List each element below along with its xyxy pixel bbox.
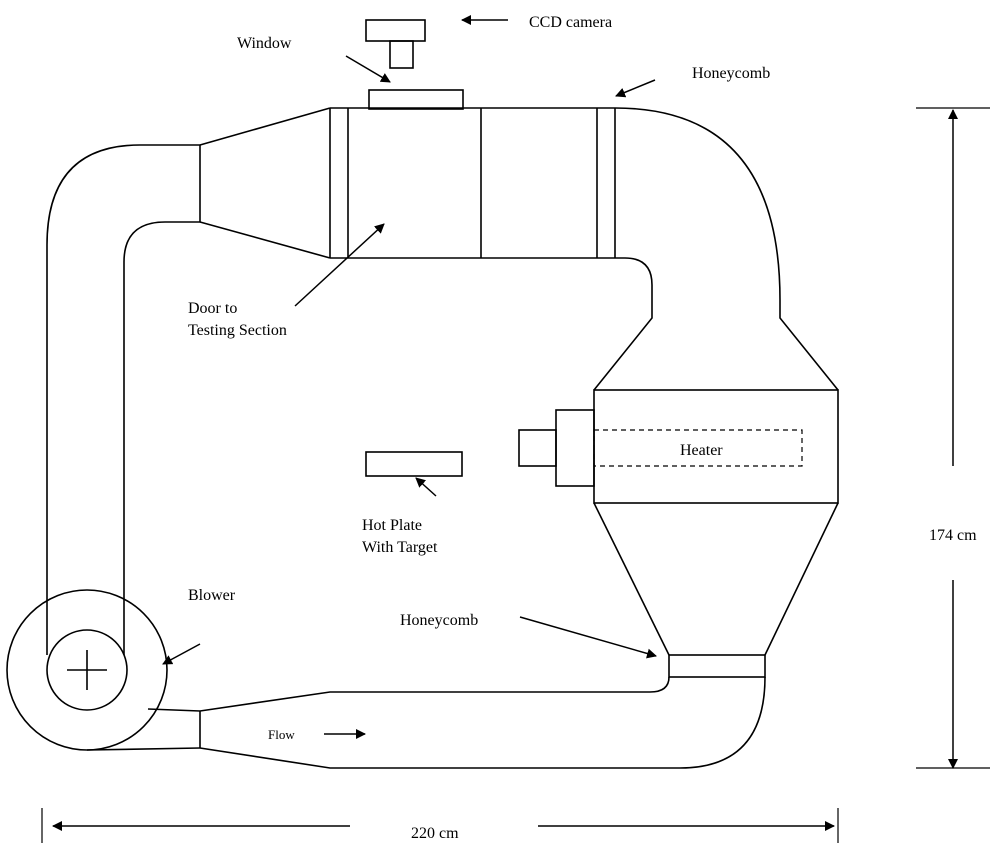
honeycomb-top-label: Honeycomb bbox=[692, 65, 770, 82]
hot-plate-label-line2: With Target bbox=[362, 539, 438, 556]
door-label-line2: Testing Section bbox=[188, 322, 287, 339]
right-bend-inner bbox=[593, 257, 653, 391]
left-return-duct-inner bbox=[123, 221, 200, 655]
left-return-duct-outer bbox=[46, 144, 200, 655]
window-label: Window bbox=[237, 35, 292, 52]
blower-label: Blower bbox=[188, 587, 236, 604]
upper-diffuser bbox=[199, 107, 331, 259]
door-label-line1: Door to bbox=[188, 300, 237, 317]
hot-plate-label-line1: Hot Plate bbox=[362, 517, 422, 534]
contraction-cone bbox=[593, 502, 839, 656]
heater-section bbox=[518, 389, 839, 504]
right-bend-outer bbox=[614, 107, 839, 391]
lower-duct-outer bbox=[199, 676, 766, 769]
ccd-camera-icon bbox=[365, 19, 426, 69]
test-section bbox=[329, 107, 625, 259]
bottom-honeycomb-shape bbox=[668, 654, 766, 678]
honeycomb-bottom-label: Honeycomb bbox=[400, 612, 478, 629]
heater-label: Heater bbox=[680, 442, 723, 459]
blower-icon bbox=[6, 589, 201, 751]
window-arrow bbox=[345, 55, 391, 83]
honeycomb-bottom-arrow bbox=[519, 616, 657, 659]
hot-plate-arrow bbox=[415, 477, 437, 497]
door-arrow bbox=[294, 223, 385, 307]
honeycomb-top-arrow bbox=[615, 79, 656, 98]
ccd-camera-label: CCD camera bbox=[529, 14, 612, 31]
width-dimension-label: 220 cm bbox=[411, 825, 459, 842]
lower-duct-inner bbox=[199, 676, 670, 712]
blower-arrow bbox=[162, 643, 201, 665]
hot-plate-shape bbox=[365, 451, 463, 477]
flow-label: Flow bbox=[268, 727, 295, 742]
window-shape bbox=[368, 89, 464, 110]
height-dimension-label: 174 cm bbox=[929, 527, 977, 544]
